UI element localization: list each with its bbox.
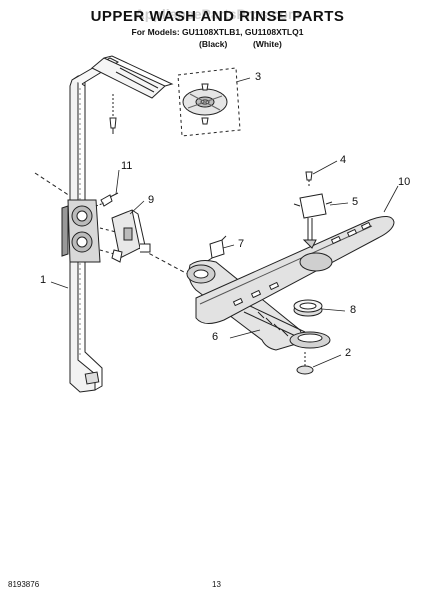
variant-black-label: (Black) xyxy=(199,39,228,49)
nut-part xyxy=(296,352,314,375)
callout-9: 9 xyxy=(148,194,155,206)
callout-2: 2 xyxy=(345,347,352,359)
supply-tube-part xyxy=(69,57,120,393)
clip-part xyxy=(205,235,227,263)
support-cam-part xyxy=(293,193,333,249)
models-line: For Models: GU1108XTLB1, GU1108XTLQ1 xyxy=(131,27,304,37)
manifold-connector xyxy=(61,199,101,263)
page-number: 13 xyxy=(212,580,221,589)
callout-11: 11 xyxy=(121,160,133,172)
document-number: 8193876 xyxy=(8,580,40,589)
callout-4: 4 xyxy=(340,154,347,166)
page-title: UPPER WASH AND RINSE PARTS xyxy=(90,8,345,25)
callout-10: 10 xyxy=(398,176,411,188)
tube-top-bracket xyxy=(91,55,174,99)
watermark-text: AppliancePartsPros.com xyxy=(134,6,301,22)
screw-lower xyxy=(100,192,119,207)
callout-6: 6 xyxy=(212,331,219,343)
spray-arm-part xyxy=(195,216,395,324)
callout-leaders xyxy=(50,77,399,368)
callout-5: 5 xyxy=(352,196,359,208)
callout-3: 3 xyxy=(255,71,262,83)
bearing-ring-part xyxy=(293,299,323,317)
screw-small xyxy=(305,171,313,188)
screw-top xyxy=(109,117,117,134)
callout-1: 1 xyxy=(40,274,47,286)
variant-white-label: (White) xyxy=(253,39,282,49)
spray-head-inset xyxy=(177,67,241,137)
support-bracket-part xyxy=(111,209,151,263)
callout-7: 7 xyxy=(238,238,245,250)
callout-8: 8 xyxy=(350,304,357,316)
